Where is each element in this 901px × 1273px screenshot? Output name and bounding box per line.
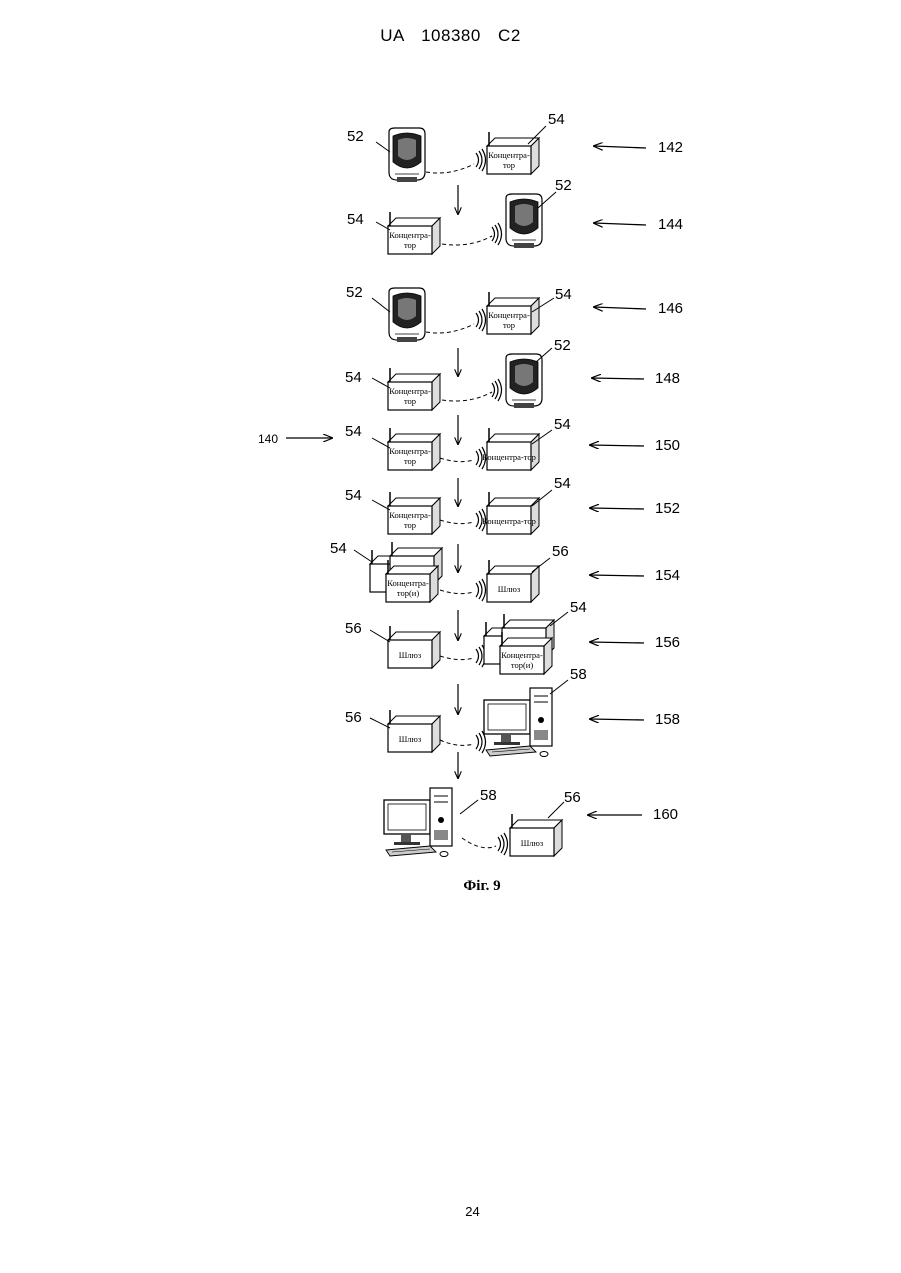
figure-caption: Фіг. 9 <box>463 878 500 894</box>
gateway-device: Шлюз <box>388 626 440 668</box>
hub-label: Концентра- <box>387 578 429 588</box>
gateway-device: Шлюз <box>510 814 562 856</box>
gateway-label: Шлюз <box>521 838 544 848</box>
row-160: 58 Шлюз 56 <box>384 787 581 857</box>
ref-label: 54 <box>548 111 565 128</box>
hub-label: тор <box>404 520 416 530</box>
hub-label: Концентра- <box>389 230 431 240</box>
ref-label: 58 <box>480 787 497 804</box>
hub-device: Концентра- тор <box>388 212 440 254</box>
hub-device: Концентра- тор(и) <box>386 560 438 602</box>
ref-label: 56 <box>345 620 362 637</box>
hub-device: Концентра- тор <box>388 428 440 470</box>
hub-label: тор <box>404 240 416 250</box>
page-number: 24 <box>0 1204 901 1219</box>
ref-label: 56 <box>552 543 569 560</box>
step-references <box>286 146 646 815</box>
step-number: 148 <box>655 370 680 387</box>
hub-label: тор <box>503 320 515 330</box>
computer-icon <box>484 688 552 757</box>
ref-label: 54 <box>554 475 571 492</box>
wireless-signal-icon <box>476 149 486 171</box>
step-number: 150 <box>655 437 680 454</box>
gateway-label: Шлюз <box>399 734 422 744</box>
ref-label: 54 <box>554 416 571 433</box>
step-number: 146 <box>658 300 683 317</box>
hub-label: Концентра-тор <box>482 516 536 526</box>
step-number: 156 <box>655 634 680 651</box>
soap-dispenser-icon <box>506 194 542 248</box>
row-142: 52 Концентра- тор 54 <box>347 111 565 182</box>
ref-label: 54 <box>345 423 362 440</box>
hub-device: Концентра- тор <box>487 292 539 334</box>
wireless-signal-icon <box>476 309 486 331</box>
hub-label: Концентра- <box>501 650 543 660</box>
gateway-label: Шлюз <box>399 650 422 660</box>
hubs-stack: Концентра- тор(и) <box>370 542 442 602</box>
step-number: 160 <box>653 806 678 823</box>
hub-label: Концентра- <box>488 150 530 160</box>
hubs-stack: Концентра- тор(и) <box>484 614 554 674</box>
hub-label: Концентра-тор <box>482 452 536 462</box>
step-number: 158 <box>655 711 680 728</box>
hub-label: тор <box>404 456 416 466</box>
wireless-signal-icon <box>492 379 502 401</box>
hub-label: тор <box>404 396 416 406</box>
soap-dispenser-icon <box>389 128 425 182</box>
wireless-signal-icon <box>498 833 508 855</box>
ref-label: 54 <box>570 599 587 616</box>
ref-label: 56 <box>345 709 362 726</box>
row-156: Шлюз 56 Концентра- тор(и) 54 <box>345 599 587 674</box>
row-144: Концентра- тор 54 52 <box>347 177 572 254</box>
step-number: 154 <box>655 567 680 584</box>
hub-label: тор(и) <box>397 588 419 598</box>
row-158: Шлюз 56 58 <box>345 666 587 757</box>
soap-dispenser-icon <box>389 288 425 342</box>
hub-device: Концентра-тор <box>482 428 539 470</box>
ref-label: 52 <box>347 128 364 145</box>
wireless-signal-icon <box>476 579 486 601</box>
hub-label: тор(и) <box>511 660 533 670</box>
ref-label: 54 <box>555 286 572 303</box>
ref-label: 54 <box>347 211 364 228</box>
row-146: 52 Концентра- тор 54 <box>346 284 572 342</box>
step-numbers: 142 144 146 148 150 152 154 156 158 160 … <box>258 139 683 823</box>
ref-label: 54 <box>345 487 362 504</box>
hub-device: Концентра- тор <box>487 132 539 174</box>
hub-device: Концентра- тор <box>388 492 440 534</box>
ref-label: 54 <box>345 369 362 386</box>
step-number: 142 <box>658 139 683 156</box>
gateway-device: Шлюз <box>487 560 539 602</box>
hub-device: Концентра-тор <box>482 492 539 534</box>
overall-ref-number: 140 <box>258 432 278 446</box>
computer-icon <box>384 788 452 857</box>
ref-label: 52 <box>555 177 572 194</box>
ref-label: 56 <box>564 789 581 806</box>
hub-device: Концентра- тор <box>388 368 440 410</box>
hub-label: Концентра- <box>389 446 431 456</box>
ref-label: 54 <box>330 540 347 557</box>
ref-label: 58 <box>570 666 587 683</box>
hub-label: Концентра- <box>488 310 530 320</box>
hub-device: Концентра- тор(и) <box>500 632 552 674</box>
ref-label: 52 <box>554 337 571 354</box>
wireless-signal-icon <box>492 223 502 245</box>
hub-label: Концентра- <box>389 510 431 520</box>
ref-label: 52 <box>346 284 363 301</box>
hub-label: тор <box>503 160 515 170</box>
gateway-label: Шлюз <box>498 584 521 594</box>
step-number: 144 <box>658 216 683 233</box>
row-154: Концентра- тор(и) 54 Шлюз 56 <box>330 540 569 602</box>
step-number: 152 <box>655 500 680 517</box>
gateway-device: Шлюз <box>388 710 440 752</box>
hub-label: Концентра- <box>389 386 431 396</box>
